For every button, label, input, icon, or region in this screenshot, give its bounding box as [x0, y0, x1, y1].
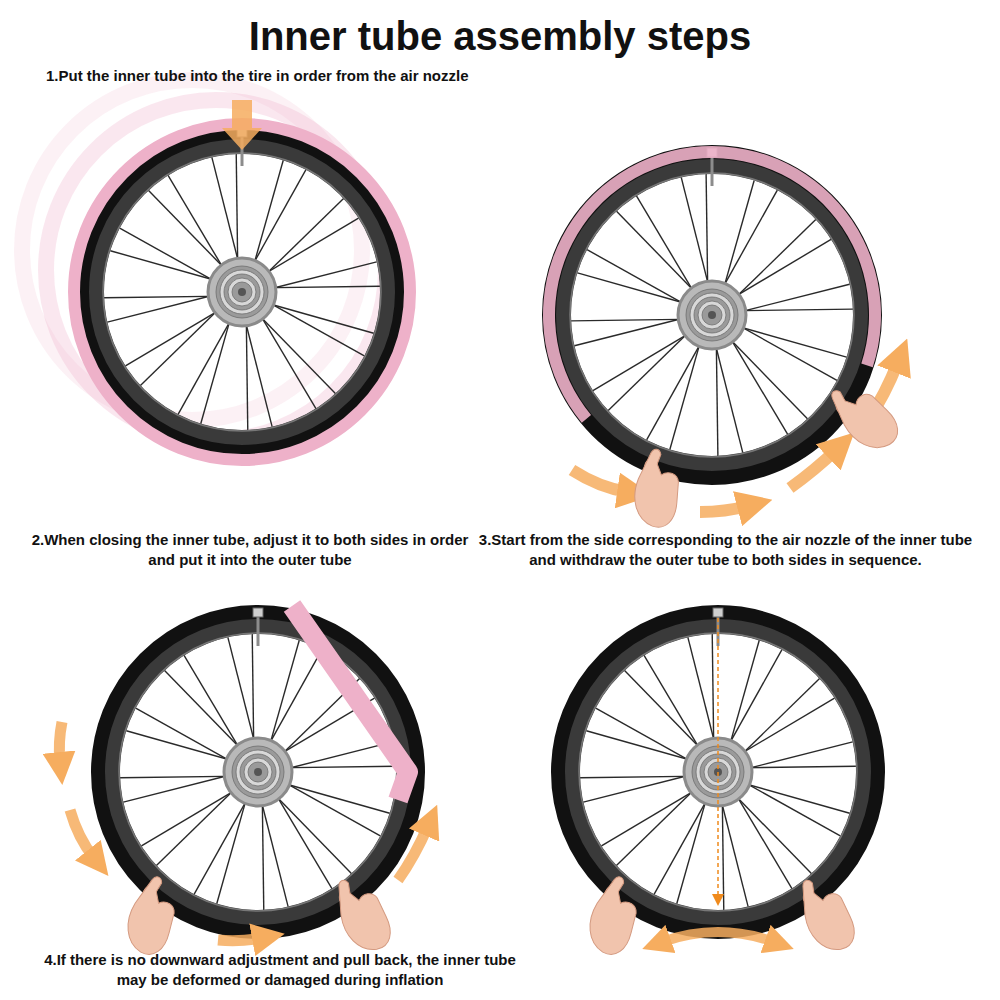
- brake-disc: [208, 258, 276, 326]
- wheel: [558, 608, 878, 932]
- inner-tube: [543, 146, 881, 423]
- tire: [558, 612, 878, 932]
- axle: [708, 311, 716, 319]
- hand-shape: [119, 883, 182, 960]
- hand-shape: [630, 458, 684, 530]
- brake-disc: [678, 281, 746, 349]
- wheel: [82, 128, 402, 452]
- wheel: [98, 608, 418, 932]
- step-caption: 4.If there is no downward adjustment and…: [30, 950, 530, 989]
- valve-nut: [253, 608, 263, 617]
- motion-arrow: [218, 938, 262, 941]
- motion-arrow: [572, 470, 628, 492]
- rim-edge: [103, 153, 381, 431]
- step-caption: 1.Put the inner tube into the tire in or…: [46, 66, 946, 86]
- insert-arrow: [222, 100, 262, 150]
- cassette: [236, 750, 280, 794]
- cassette: [694, 297, 730, 333]
- hand-shape: [581, 883, 644, 960]
- cassette: [224, 274, 260, 310]
- thumb: [144, 874, 163, 896]
- cassette: [686, 289, 738, 341]
- center-line: [717, 618, 719, 900]
- cassette: [702, 305, 722, 325]
- rim: [96, 146, 388, 438]
- hand: [823, 373, 905, 460]
- hand: [119, 872, 186, 959]
- inner-tube: [74, 124, 410, 460]
- cassette: [248, 762, 268, 782]
- thumb: [606, 874, 625, 896]
- title: Inner tube assembly steps: [0, 14, 1000, 58]
- valve-nut: [713, 608, 723, 617]
- tire: [82, 132, 402, 452]
- valve: [257, 616, 260, 646]
- cassette: [698, 301, 726, 329]
- axle: [238, 288, 246, 296]
- step-caption: 2.When closing the inner tube, adjust it…: [30, 530, 470, 569]
- rim-edge: [570, 173, 854, 457]
- motion-arrow: [59, 722, 62, 762]
- axle: [254, 768, 262, 776]
- thumb: [334, 879, 353, 901]
- motion-arrow: [790, 450, 836, 488]
- cassette: [240, 754, 276, 790]
- rim-edge: [119, 633, 397, 911]
- rim: [563, 166, 861, 464]
- motion-arrow: [398, 826, 428, 880]
- step-caption: 3.Start from the side corresponding to t…: [468, 530, 983, 569]
- tire: [98, 612, 418, 932]
- inner-tube: [292, 606, 408, 800]
- cassette: [232, 282, 252, 302]
- hand: [329, 871, 396, 958]
- hand: [630, 447, 686, 530]
- motion-arrow: [700, 506, 748, 512]
- thumb: [798, 879, 817, 901]
- cassette: [220, 270, 264, 314]
- cassette: [690, 293, 734, 337]
- thumb: [827, 389, 850, 412]
- cassette: [232, 746, 284, 798]
- valve: [711, 156, 714, 186]
- brake-disc: [224, 738, 292, 806]
- cassette: [228, 278, 256, 306]
- hand: [793, 871, 860, 958]
- hand: [581, 872, 648, 959]
- thumb: [645, 448, 662, 469]
- cassette: [216, 266, 268, 318]
- pull-arrow: [662, 932, 774, 942]
- rim: [112, 626, 404, 918]
- cassette: [244, 758, 272, 786]
- motion-arrow: [70, 810, 94, 858]
